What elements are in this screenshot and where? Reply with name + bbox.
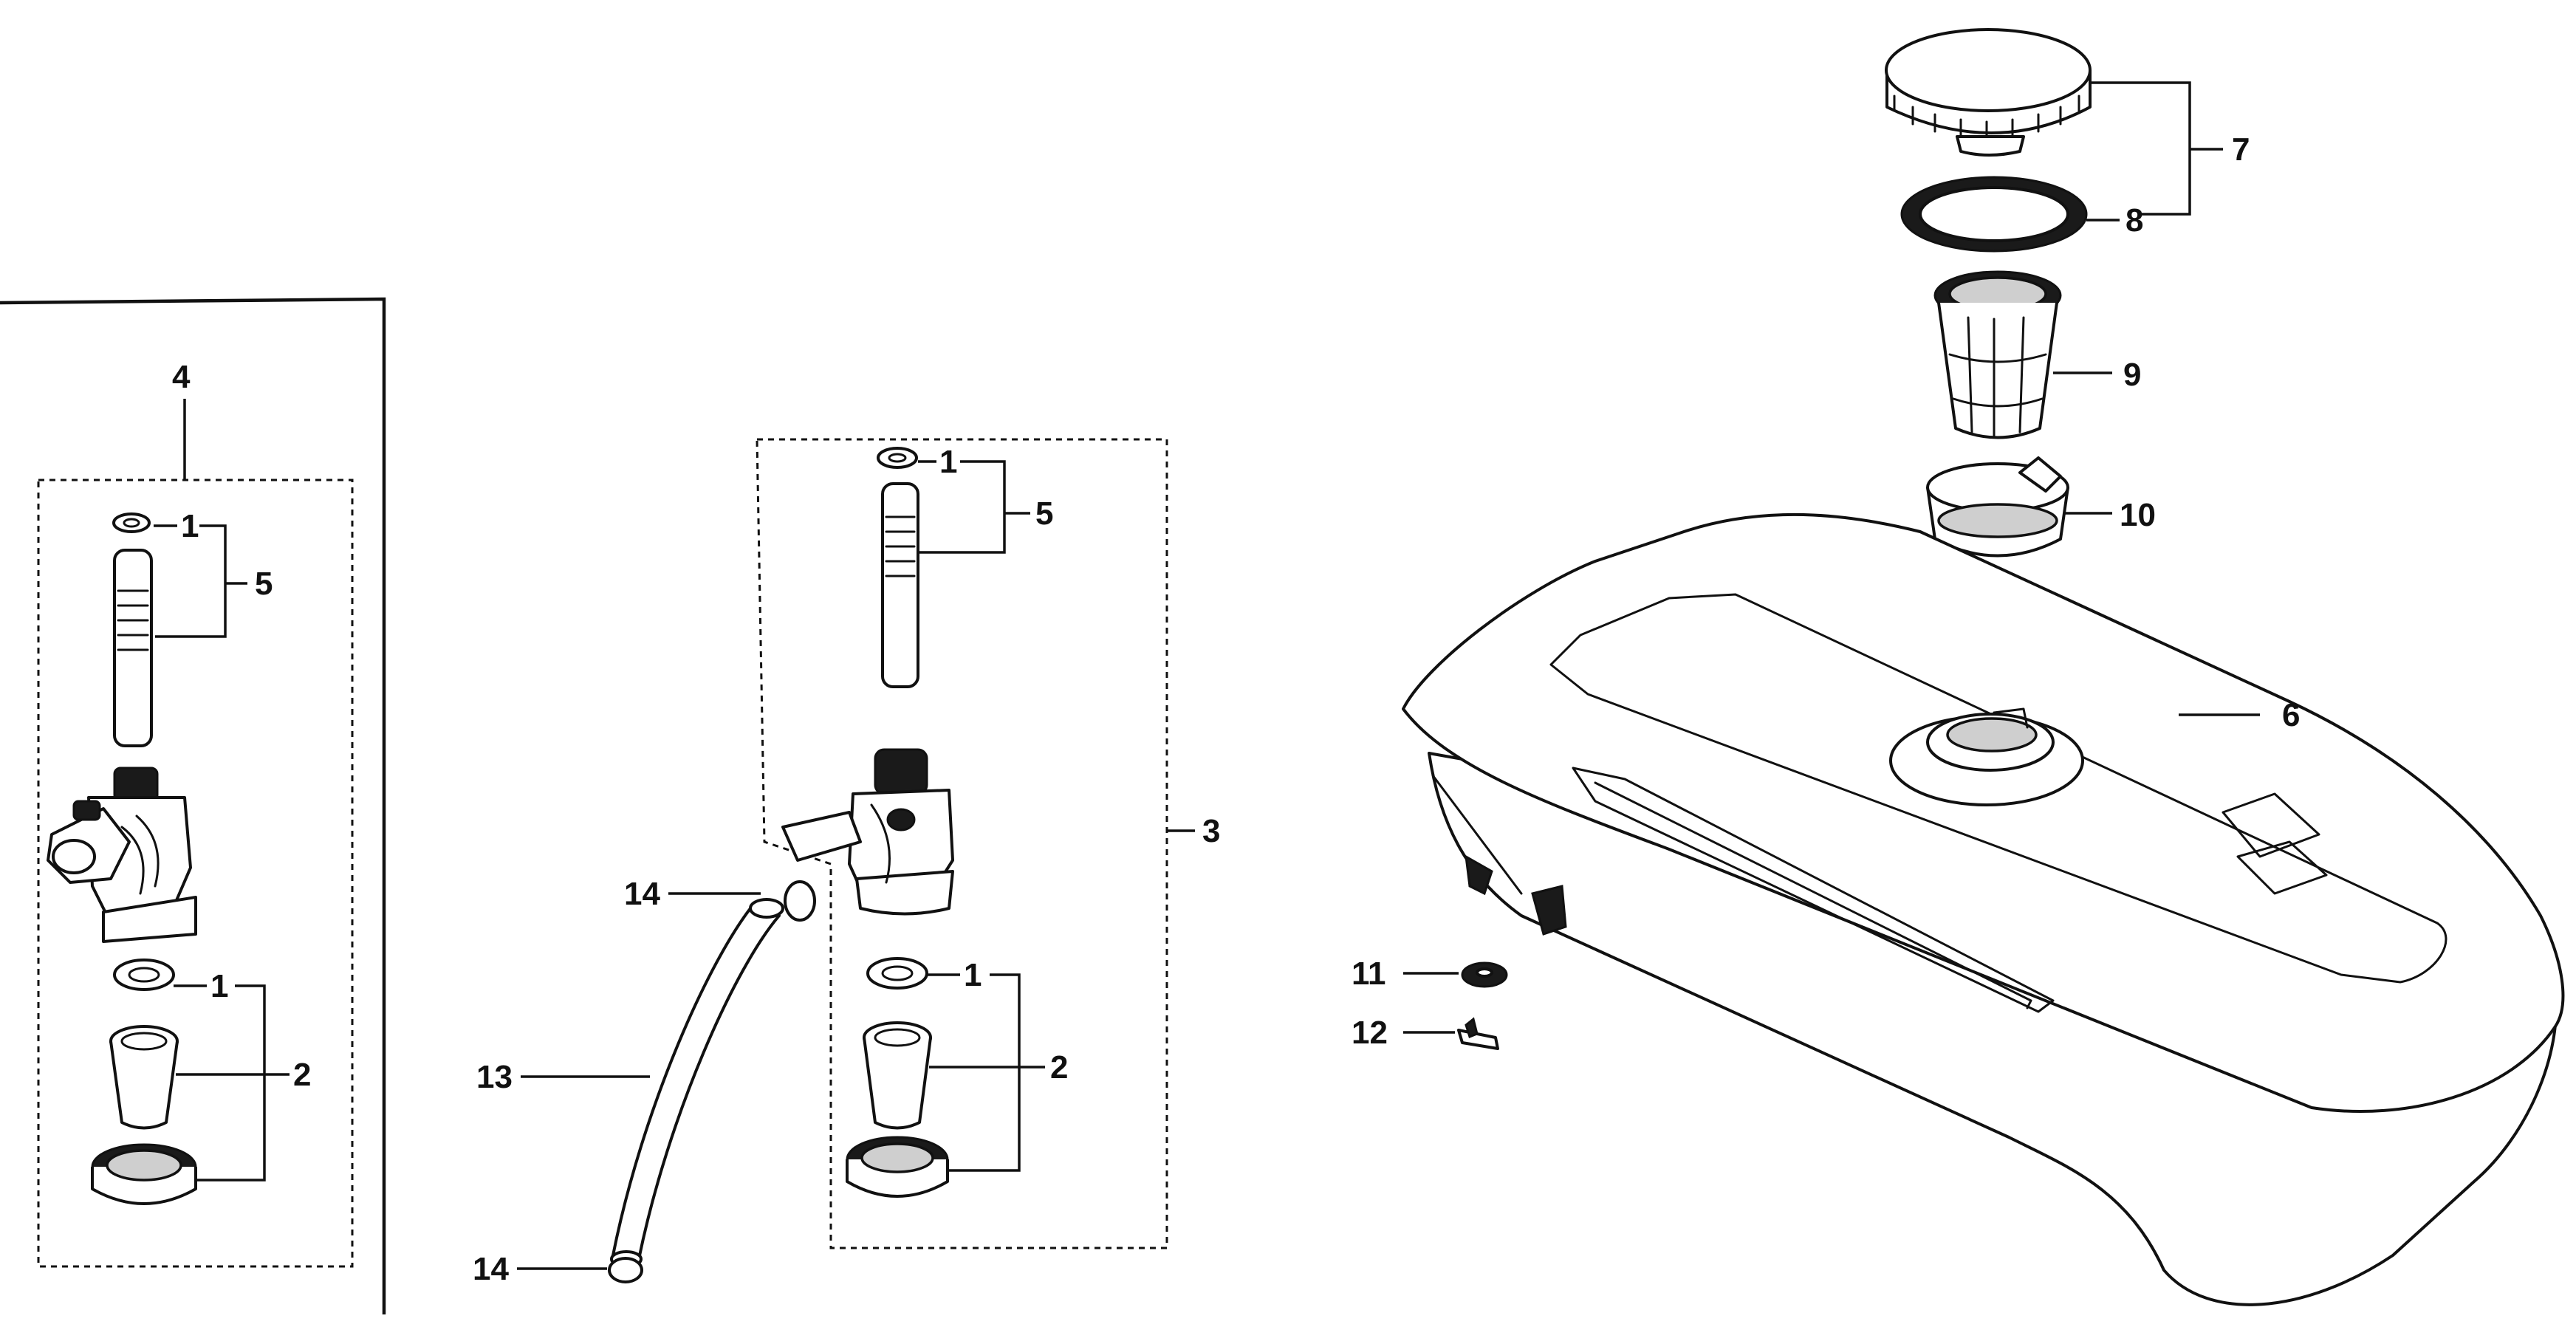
assembly-4-box xyxy=(37,479,354,1268)
fuel-cock-assembly-left: 4 1 5 xyxy=(37,359,354,1268)
filler-cap xyxy=(1885,28,2092,157)
fuel-cup-mid xyxy=(863,1021,932,1130)
bolt xyxy=(1457,1017,1499,1050)
filler-cap-group: 7 8 xyxy=(1885,28,2250,253)
assembly-3-box xyxy=(756,438,1168,1249)
fuel-tank xyxy=(1402,512,2565,1306)
packing-ring-cup-left xyxy=(113,959,175,991)
label-1-bottom-mid: 1 xyxy=(964,957,982,993)
label-4: 4 xyxy=(172,359,191,395)
label-14-top: 14 xyxy=(624,876,660,912)
label-9: 9 xyxy=(2123,357,2141,393)
label-1-bottom-left: 1 xyxy=(210,968,228,1004)
label-3: 3 xyxy=(1202,813,1220,849)
fuel-tube-assembly: 14 13 14 xyxy=(473,876,816,1287)
strainer-holder xyxy=(1926,456,2069,558)
washer xyxy=(1461,961,1508,988)
fuel-cock-assembly-middle: 3 1 5 1 xyxy=(756,438,1220,1249)
label-2-left: 2 xyxy=(293,1057,311,1093)
left-outer-frame xyxy=(0,297,386,1314)
label-8: 8 xyxy=(2125,202,2143,239)
label-5-left: 5 xyxy=(255,566,273,602)
label-10: 10 xyxy=(2120,497,2156,533)
strainer-tube-mid xyxy=(881,482,919,688)
label-5-mid: 5 xyxy=(1035,496,1053,532)
fuel-cock-body-left xyxy=(47,767,197,943)
tube-clip-bottom xyxy=(608,1257,643,1283)
label-13: 13 xyxy=(476,1059,513,1095)
packing-ring-top xyxy=(112,512,151,533)
label-14-bottom: 14 xyxy=(473,1251,509,1287)
cup-nut-mid xyxy=(846,1136,949,1198)
fuel-tube xyxy=(612,903,755,1257)
cup-nut-left xyxy=(91,1143,197,1205)
label-2-mid: 2 xyxy=(1050,1049,1068,1086)
label-7: 7 xyxy=(2232,131,2250,168)
label-1-top-left: 1 xyxy=(181,508,199,544)
fuel-strainer xyxy=(1933,270,2062,439)
fuel-cup-left xyxy=(109,1025,179,1130)
cap-gasket xyxy=(1900,176,2088,253)
label-6: 6 xyxy=(2282,697,2300,733)
packing-ring-cup-mid xyxy=(866,957,928,990)
label-12: 12 xyxy=(1352,1015,1388,1051)
tube-clip-top xyxy=(784,880,816,922)
packing-ring-top-mid xyxy=(877,447,918,469)
fuel-cock-body-mid xyxy=(781,748,954,916)
label-1-top-mid: 1 xyxy=(939,444,957,480)
strainer-tube xyxy=(113,549,153,747)
label-11: 11 xyxy=(1352,956,1386,992)
